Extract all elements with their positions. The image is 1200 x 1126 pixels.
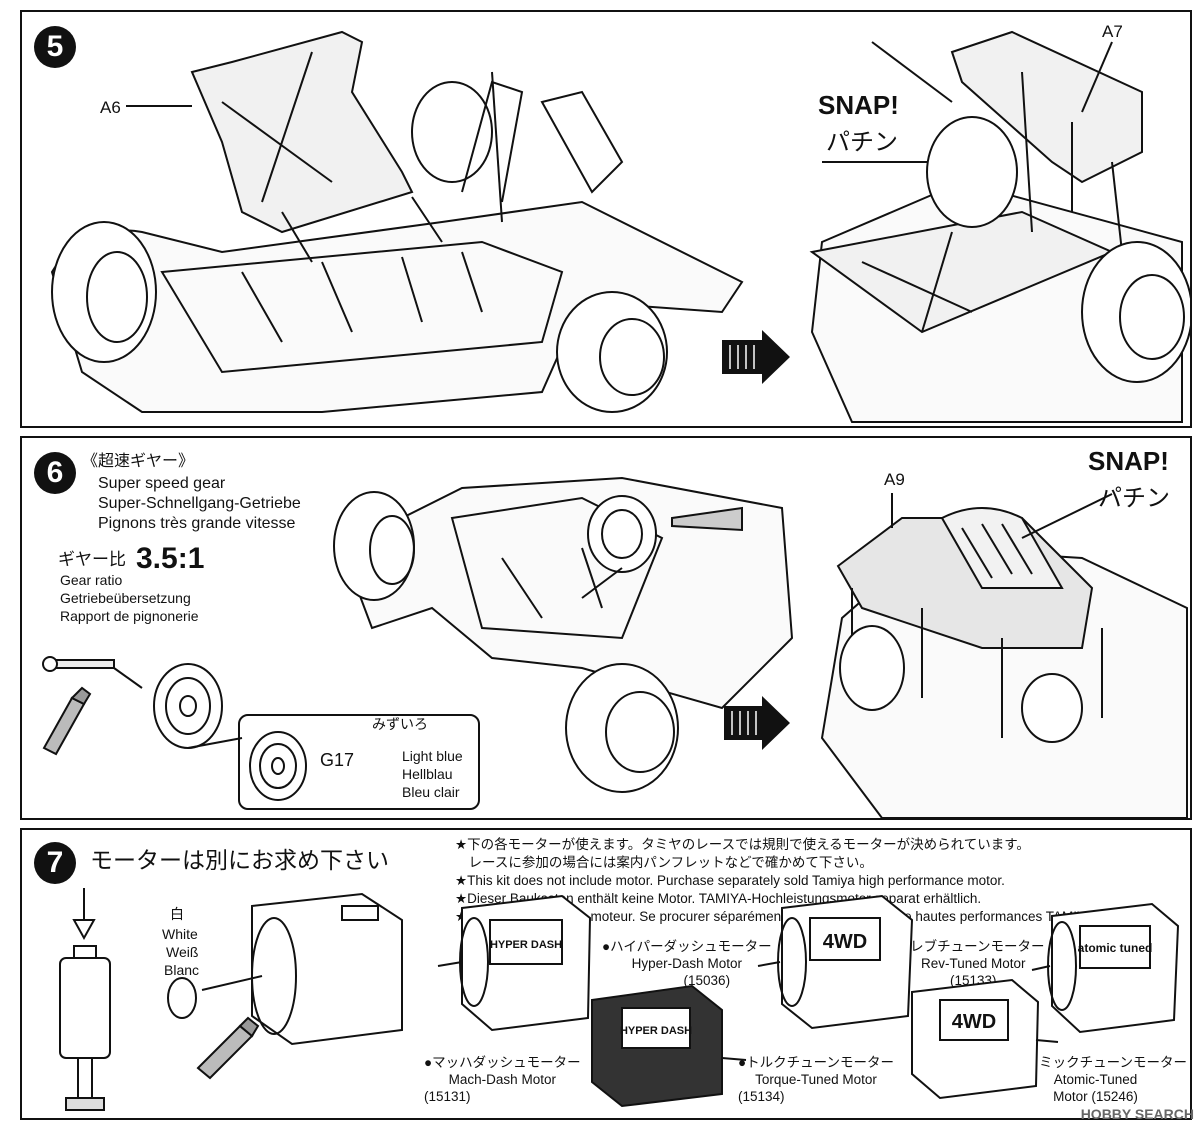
note-line: ★Ce kit n'inclut pas le moteur. Se procu… <box>455 909 1098 924</box>
title-de: Super-Schnellgang-Getriebe <box>98 495 301 512</box>
color-jp: みずいろ <box>372 716 428 732</box>
step-6-illustration <box>42 476 1188 818</box>
gear-ratio-value: 3.5:1 <box>136 542 205 575</box>
badge-hyper-dash: HYPER DASH <box>490 939 562 951</box>
motor-label-hyper-dash: ●ハイパーダッシュモーター Hyper-Dash Motor (15036) <box>602 939 772 988</box>
step-6-panel: 6 《超速ギヤー》 Super speed gear Super-Schnell… <box>20 436 1192 820</box>
step-5-panel: 5 A6 A7 SNAP! パチン <box>20 10 1192 428</box>
badge-4wd: 4WD <box>823 931 867 953</box>
step-number: 6 <box>34 452 76 494</box>
motor-label-rev-tuned: ●レブチューンモーター Rev-Tuned Motor (15133) <box>902 939 1045 988</box>
pinion-color-de: Weiß <box>166 944 199 960</box>
motor-label-mach-dash: ●マッハダッシュモーター Mach-Dash Motor (15131) <box>424 1055 581 1104</box>
note-line: ★下の各モーターが使えます。タミヤのレースでは規則で使えるモーターが決められてい… <box>455 837 1030 852</box>
color-fr: Bleu clair <box>402 784 460 800</box>
motor-sold-separately-jp: モーターは別にお求め下さい <box>90 848 389 874</box>
title-en: Super speed gear <box>98 475 226 492</box>
snap-label: SNAP! <box>818 90 899 120</box>
gear-ratio-de: Getriebeübersetzung <box>60 590 191 606</box>
step-number: 5 <box>34 26 76 68</box>
part-label-g17: G17 <box>320 750 355 770</box>
color-en: Light blue <box>402 748 463 764</box>
step-7-panel: 7 モーターは別にお求め下さい 白 White Weiß Blanc ★下の各モ… <box>20 828 1192 1120</box>
watermark: HOBBY SEARCH <box>1080 1106 1194 1122</box>
badge-atomic: atomic tuned <box>1078 941 1153 955</box>
pinion-color-jp: 白 <box>170 906 184 922</box>
note-line: ★This kit does not include motor. Purcha… <box>455 873 1005 888</box>
step-number: 7 <box>34 842 76 884</box>
gear-ratio-fr: Rapport de pignonerie <box>60 608 199 624</box>
badge-4wd-torque: 4WD <box>952 1011 996 1033</box>
gear-ratio-en: Gear ratio <box>60 572 123 588</box>
motor-label-torque-tuned: ●トルクチューンモーター Torque-Tuned Motor (15134) <box>738 1055 894 1104</box>
step-7-illustration: HYPER DASH HYPER DASH 4WD 4WD atomic tun… <box>59 888 1180 1111</box>
title-jp: 《超速ギヤー》 <box>82 453 195 470</box>
part-label-a9: A9 <box>884 470 905 489</box>
color-de: Hellblau <box>402 766 453 782</box>
snap-label: SNAP! <box>1088 446 1169 476</box>
gear-ratio-jp: ギヤー比 <box>58 550 126 569</box>
step-5-illustration <box>50 30 1190 423</box>
pinion-color-fr: Blanc <box>164 962 200 978</box>
note-line: レースに参加の場合には案内パンフレットなどで確かめて下さい。 <box>455 855 873 870</box>
snap-label-jp: パチン <box>826 128 898 156</box>
part-label-a6: A6 <box>100 98 121 117</box>
pinion-color-en: White <box>162 926 198 942</box>
motor-label-atomic-tuned: ●アトミックチューンモーター Atomic-Tuned Motor (15246… <box>1004 1055 1187 1104</box>
badge-mach-dash: HYPER DASH <box>620 1025 692 1037</box>
title-fr: Pignons très grande vitesse <box>98 515 296 532</box>
snap-label-jp: パチン <box>1098 484 1170 512</box>
gear-callout-box <box>238 714 480 810</box>
part-label-a7: A7 <box>1102 22 1123 41</box>
